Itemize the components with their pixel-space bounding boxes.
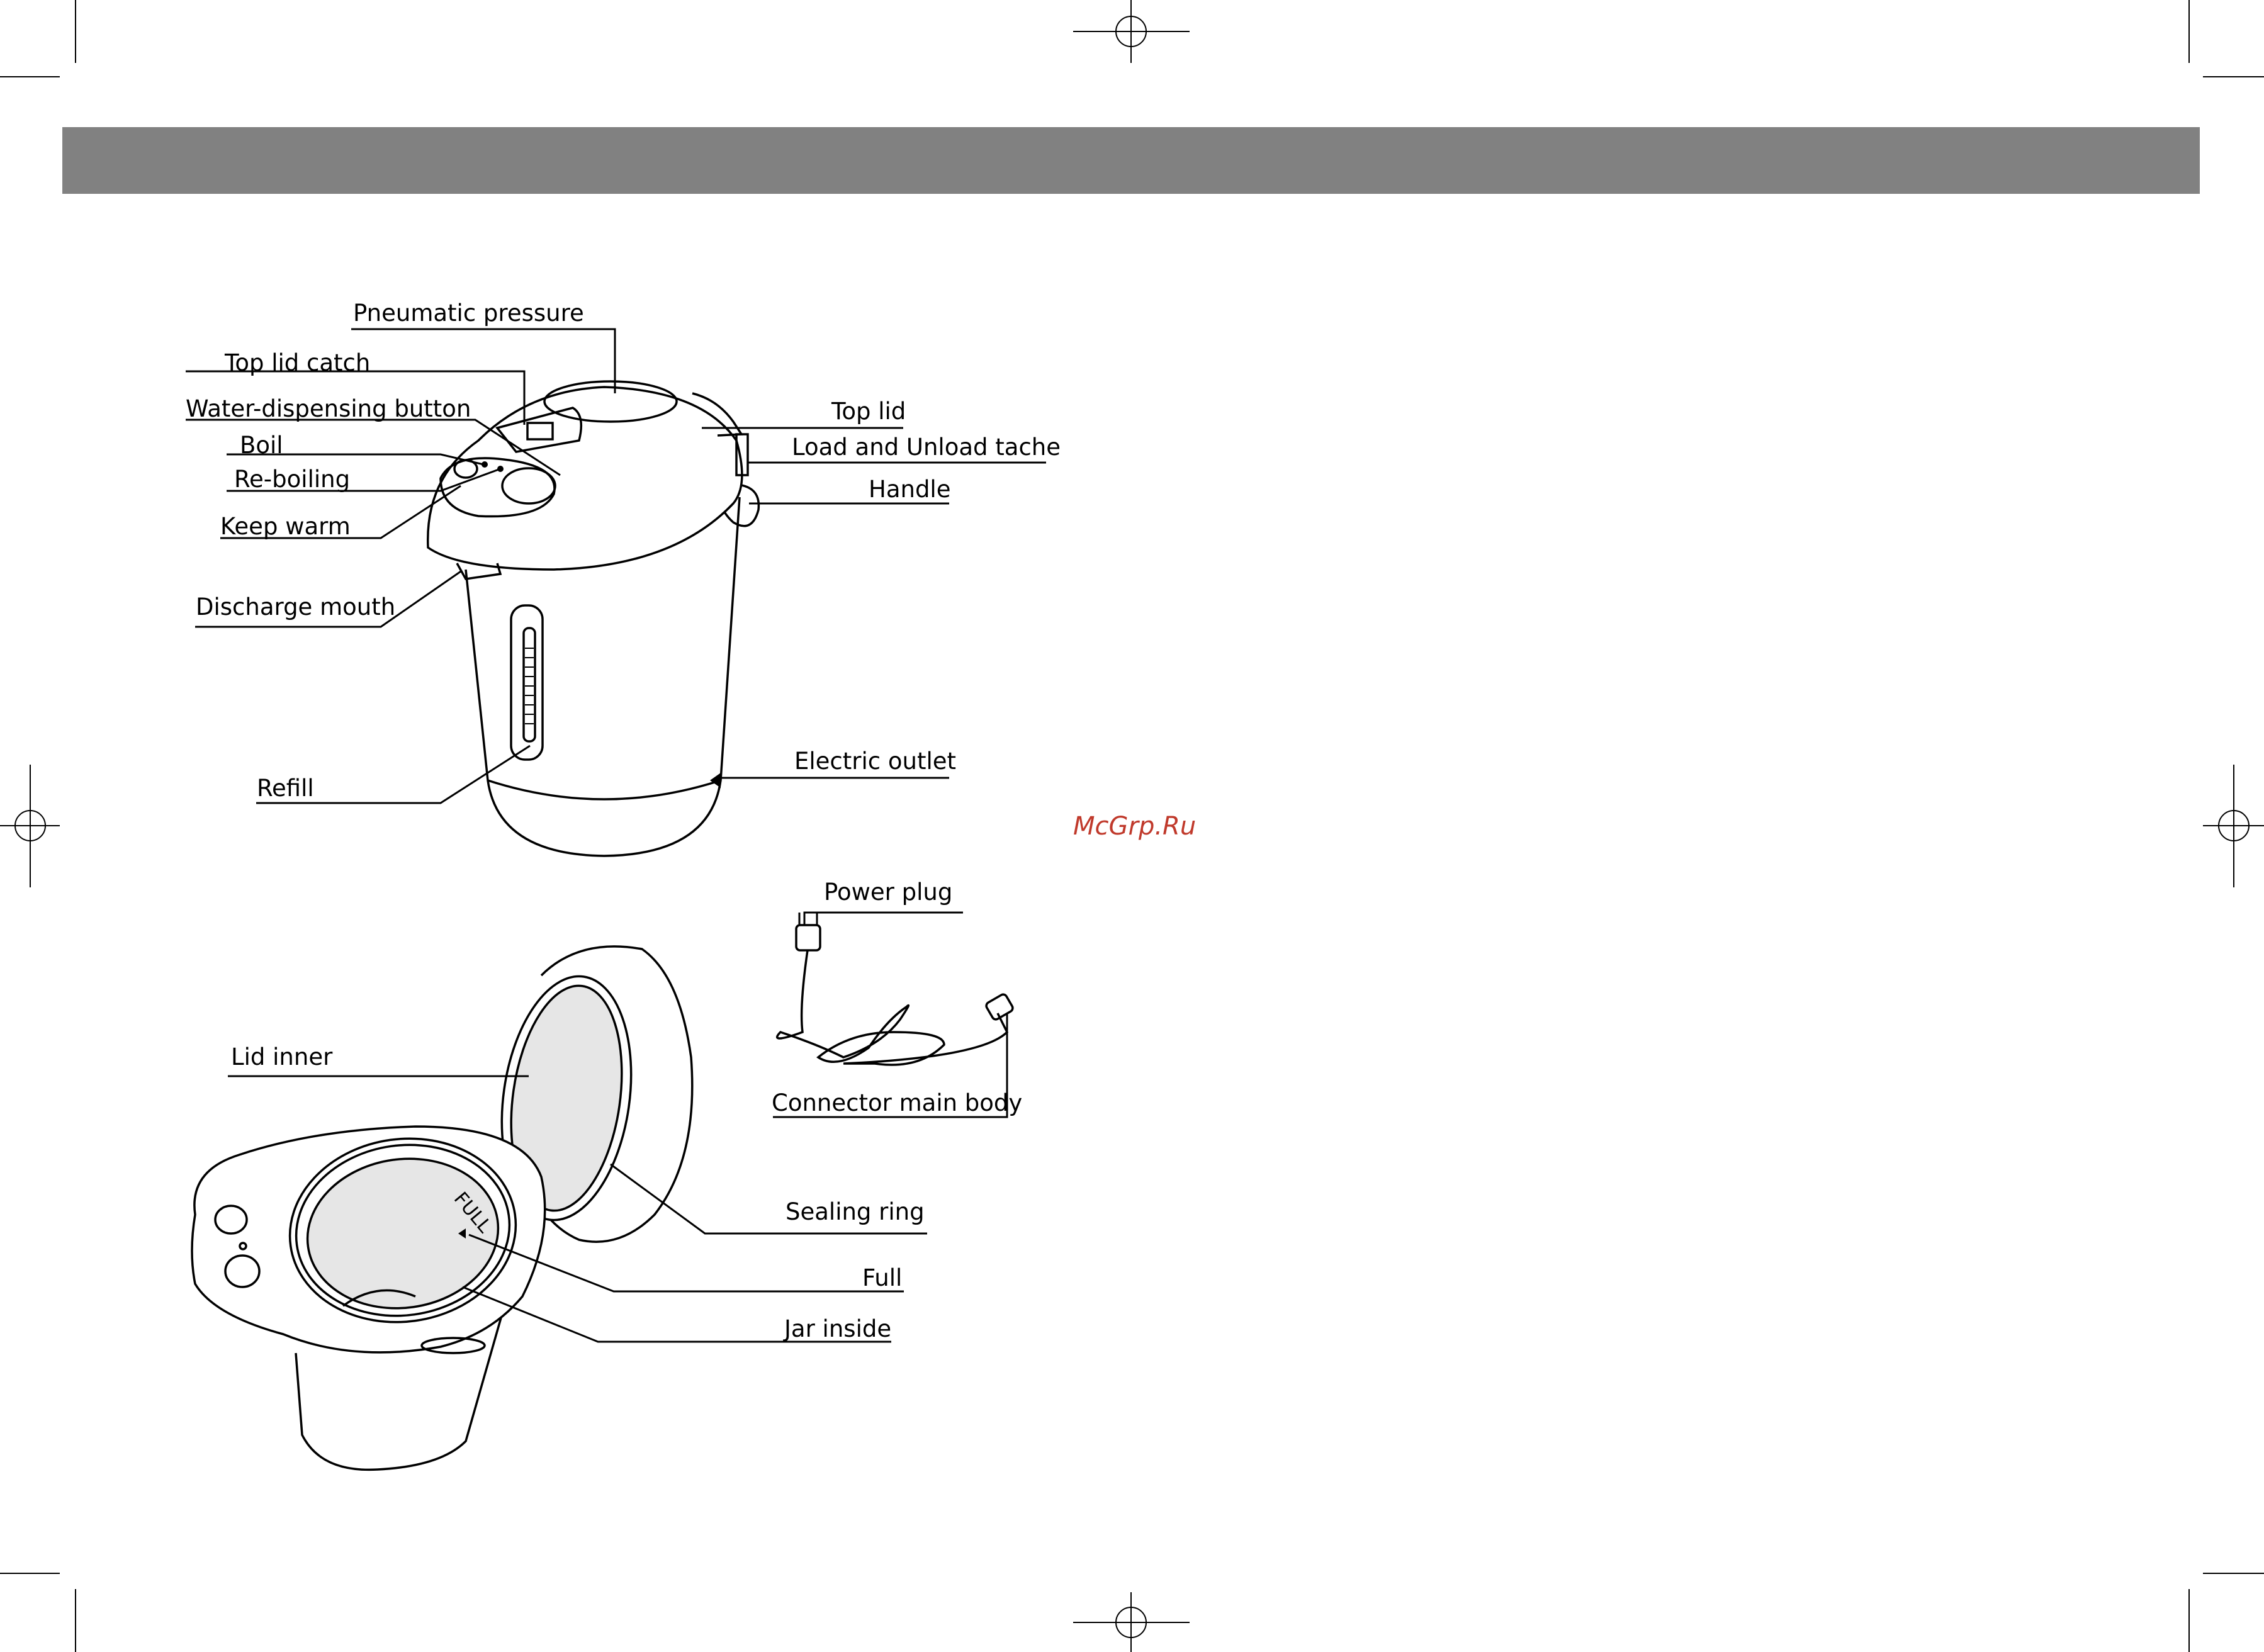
- label-refill: Refill: [257, 775, 314, 802]
- registration-mark-top: [1073, 0, 1190, 63]
- label-pneumatic-pressure: Pneumatic pressure: [353, 300, 584, 327]
- power-cord-illustration: [777, 913, 1014, 1065]
- thermopot-illustration: [428, 381, 759, 856]
- label-connector-main-body: Connector main body: [772, 1089, 1022, 1116]
- label-keep-warm: Keep warm: [220, 513, 351, 540]
- registration-mark-bottom: [1073, 1592, 1190, 1652]
- label-water-dispensing-button: Water-dispensing button: [186, 395, 471, 422]
- label-lid-inner: Lid inner: [231, 1043, 333, 1070]
- registration-mark-left: [0, 765, 60, 887]
- label-top-lid-catch: Top lid catch: [224, 349, 370, 376]
- opened-pot-illustration: [192, 947, 692, 1470]
- label-load-unload-tache: Load and Unload tache: [792, 434, 1061, 461]
- label-electric-outlet: Electric outlet: [794, 748, 956, 775]
- refill-scale: [525, 648, 534, 724]
- label-full: Full: [862, 1264, 902, 1291]
- label-sealing-ring: Sealing ring: [786, 1198, 925, 1225]
- label-power-plug: Power plug: [824, 879, 952, 906]
- label-top-lid: Top lid: [831, 398, 906, 425]
- label-re-boiling: Re-boiling: [234, 466, 350, 493]
- label-boil: Boil: [240, 432, 283, 459]
- watermark: McGrp.Ru: [1073, 812, 1196, 841]
- registration-mark-right: [2203, 765, 2264, 887]
- label-jar-inside: Jar inside: [783, 1315, 891, 1342]
- label-discharge-mouth: Discharge mouth: [196, 593, 395, 621]
- label-handle: Handle: [869, 476, 950, 503]
